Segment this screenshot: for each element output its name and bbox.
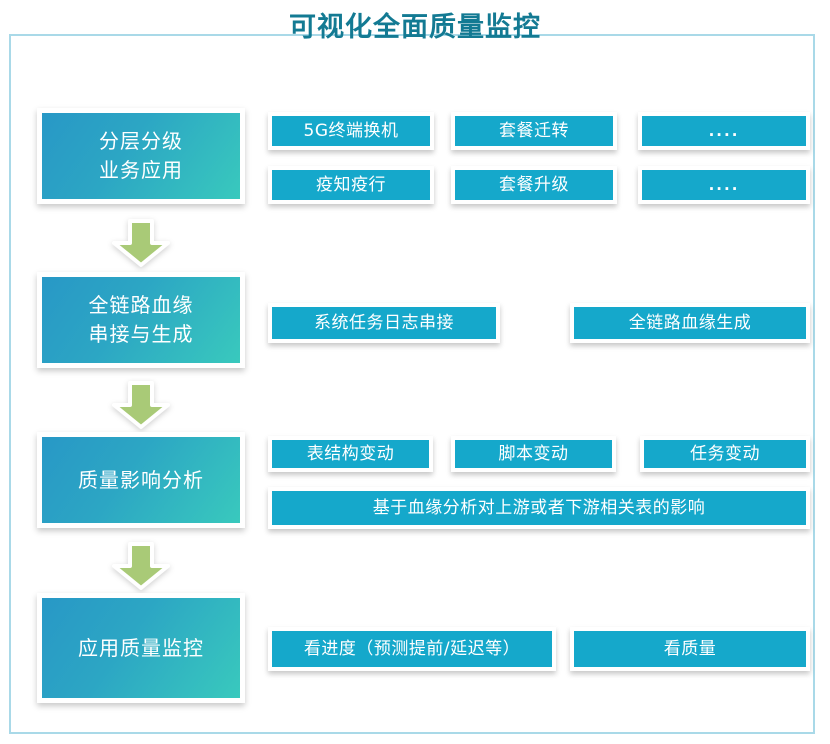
item-script-change[interactable]: 脚本变动 (451, 436, 616, 472)
item-placeholder-1[interactable]: .... (638, 112, 810, 150)
item-epidemic-awareness[interactable]: 疫知疫行 (268, 166, 434, 204)
stage-quality-impact-analysis[interactable]: 质量影响分析 (37, 432, 245, 528)
stage-full-link-lineage[interactable]: 全链路血缘 串接与生成 (37, 272, 245, 368)
item-lineage-impact-analysis[interactable]: 基于血缘分析对上游或者下游相关表的影响 (268, 487, 810, 529)
item-package-upgrade[interactable]: 套餐升级 (451, 166, 617, 204)
outer-frame (9, 34, 815, 734)
item-view-quality[interactable]: 看质量 (570, 627, 810, 671)
item-full-link-lineage-generation[interactable]: 全链路血缘生成 (570, 303, 810, 343)
item-task-change[interactable]: 任务变动 (640, 436, 810, 472)
item-placeholder-2[interactable]: .... (638, 166, 810, 204)
flow-arrow-2 (110, 381, 172, 429)
flow-arrow-3 (110, 542, 172, 590)
item-system-task-log-linking[interactable]: 系统任务日志串接 (268, 303, 500, 343)
item-package-migration[interactable]: 套餐迁转 (451, 112, 617, 150)
item-table-schema-change[interactable]: 表结构变动 (268, 436, 433, 472)
frame-title-notch (287, 62, 577, 78)
flow-arrow-1 (110, 219, 172, 267)
stage-layered-business-application[interactable]: 分层分级 业务应用 (37, 108, 245, 204)
page-title: 可视化全面质量监控 (289, 12, 541, 43)
item-5g-terminal-replacement[interactable]: 5G终端换机 (268, 112, 434, 150)
stage-application-quality-monitoring[interactable]: 应用质量监控 (37, 593, 245, 703)
item-view-progress[interactable]: 看进度（预测提前/延迟等） (268, 627, 556, 671)
